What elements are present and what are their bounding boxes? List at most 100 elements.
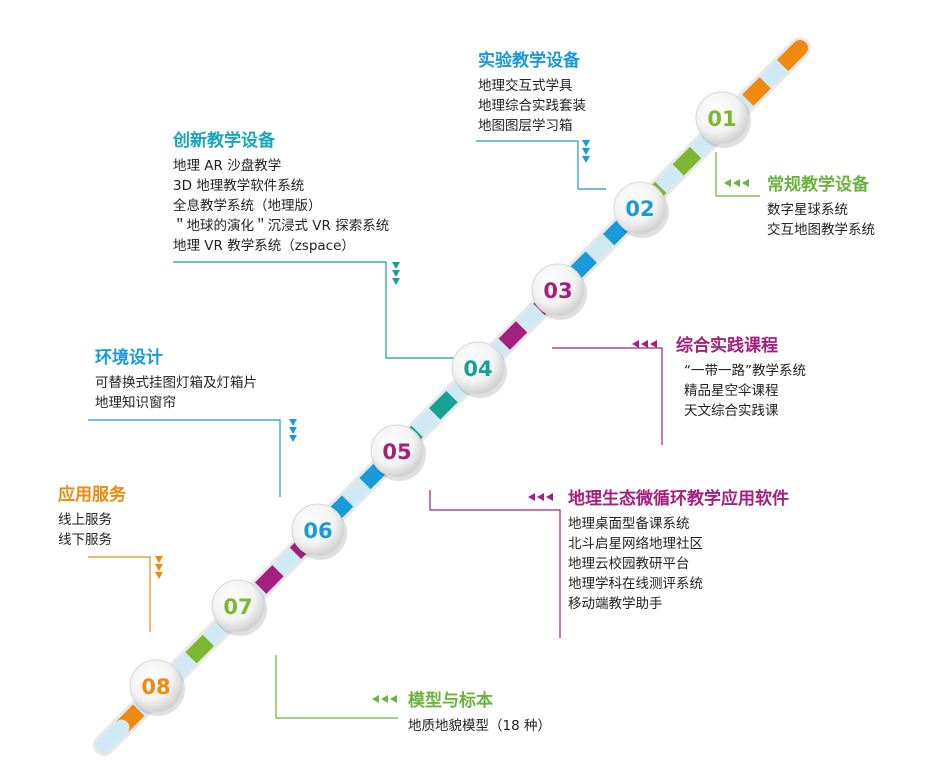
arrow-down-icon [155,556,163,563]
arrow-left-icon [632,340,639,348]
arrows-section-05 [528,493,553,501]
section-07: 模型与标本 地质地貌模型（18 种） [408,690,551,736]
section-item: 地图图层学习箱 [478,118,573,134]
section-07-items: 地质地貌模型（18 种） [408,716,551,736]
tube-segment [254,565,284,594]
section-01-title: 常规教学设备 [767,175,869,195]
section-item: 地理 AR 沙盘教学 [173,158,282,174]
section-01: 常规教学设备 数字星球系统交互地图教学系统 [767,174,875,240]
section-item: 地理桌面型备课系统 [568,516,690,532]
section-06-items: 可替换式挂图灯箱及灯箱片地理知识窗帘 [95,373,257,413]
section-item: 地理云校园教研平台 [568,556,690,572]
section-item: 线下服务 [58,532,112,548]
number-ball [370,424,424,478]
section-02-title: 实验教学设备 [478,51,580,71]
section-item: 地理综合实践套装 [478,98,586,114]
number-ball [129,659,183,713]
section-item: 交互地图教学系统 [767,222,875,238]
arrows-section-04 [392,262,400,285]
arrow-left-icon [381,695,388,703]
arrow-down-icon [289,435,297,442]
section-02-items: 地理交互式学具地理综合实践套装地图图层学习箱 [478,76,586,136]
connector-line [476,140,606,190]
arrows-section-02 [582,140,590,163]
arrow-down-icon [582,156,590,163]
section-01-items: 数字星球系统交互地图教学系统 [767,200,875,240]
section-03-items: “一带一路”教学系统精品星空伞课程天文综合实践课 [684,361,806,421]
arrow-down-icon [392,278,400,285]
section-item: 全息教学系统（地理版） [173,198,322,214]
arrow-down-icon [155,564,163,571]
number-ball [291,503,345,557]
arrow-down-icon [289,419,297,426]
ball-number: 07 [223,595,252,619]
arrows-section-03 [632,340,657,348]
section-item: 地理 VR 教学系统（zspace） [173,238,355,254]
tube-segment [515,303,545,333]
section-08: 应用服务 线上服务线下服务 [58,484,126,550]
ball-number: 02 [625,197,654,221]
section-item: 地质地貌模型（18 种） [408,718,551,734]
ball-number: 06 [303,519,332,543]
arrow-left-icon [724,179,731,187]
connector-line [88,556,151,632]
section-item: 移动端教学助手 [568,596,663,612]
section-05: 地理生态微循环教学应用软件 地理桌面型备课系统北斗启星网络地理社区地理云校园教研… [568,488,789,614]
connector-lines [88,140,760,719]
ball-number: 08 [141,675,170,699]
connector-line [715,152,760,197]
section-item: 精品星空伞课程 [684,383,779,399]
section-06-title: 环境设计 [95,348,163,368]
arrows-section-01 [724,179,749,187]
section-08-items: 线上服务线下服务 [58,510,126,550]
section-08-title: 应用服务 [58,485,126,505]
tube-segment [742,77,771,106]
arrows-section-06 [289,419,297,442]
section-item: 北斗启星网络地理社区 [568,536,703,552]
section-item: 可替换式挂图灯箱及灯箱片 [95,375,257,391]
section-item: 数字星球系统 [767,202,848,218]
section-item: 天文综合实践课 [684,403,779,419]
section-item: “一带一路”教学系统 [684,363,806,379]
arrow-down-icon [582,148,590,155]
section-item: 地理知识窗帘 [95,395,176,411]
arrow-left-icon [650,340,657,348]
section-04-title: 创新教学设备 [173,131,275,151]
number-ball [531,263,585,317]
connector-line [173,261,470,359]
section-05-items: 地理桌面型备课系统北斗启星网络地理社区地理云校园教研平台地理学科在线测评系统移动… [568,514,789,614]
tube-segment [672,146,702,176]
arrow-down-icon [582,140,590,147]
arrow-left-icon [641,340,648,348]
tube-segment [498,321,528,350]
arrow-down-icon [155,572,163,579]
arrows-section-08 [155,556,163,579]
section-02: 实验教学设备 地理交互式学具地理综合实践套装地图图层学习箱 [478,50,586,136]
arrow-down-icon [289,427,297,434]
ball-number: 03 [543,279,572,303]
section-05-title: 地理生态微循环教学应用软件 [568,489,789,509]
tube-segment [96,719,130,753]
tube-segment [774,40,808,74]
tube-segment [185,634,215,664]
section-item: ＂地球的演化＂沉浸式 VR 探索系统 [173,218,390,234]
number-ball [695,91,749,145]
tube-segment [411,408,441,438]
section-item: 地理学科在线测评系统 [568,576,703,592]
arrow-left-icon [528,493,535,501]
arrow-left-icon [372,695,379,703]
arrow-left-icon [742,179,749,187]
section-03: 综合实践课程 “一带一路”教学系统精品星空伞课程天文综合实践课 [676,335,806,421]
tube-segment [428,390,458,420]
ball-number: 04 [463,357,492,381]
number-ball [451,341,505,395]
tube-segment [585,234,615,263]
section-item: 地理交互式学具 [478,78,573,94]
arrow-down-icon [392,262,400,269]
section-03-title: 综合实践课程 [676,336,778,356]
arrow-left-icon [390,695,397,703]
